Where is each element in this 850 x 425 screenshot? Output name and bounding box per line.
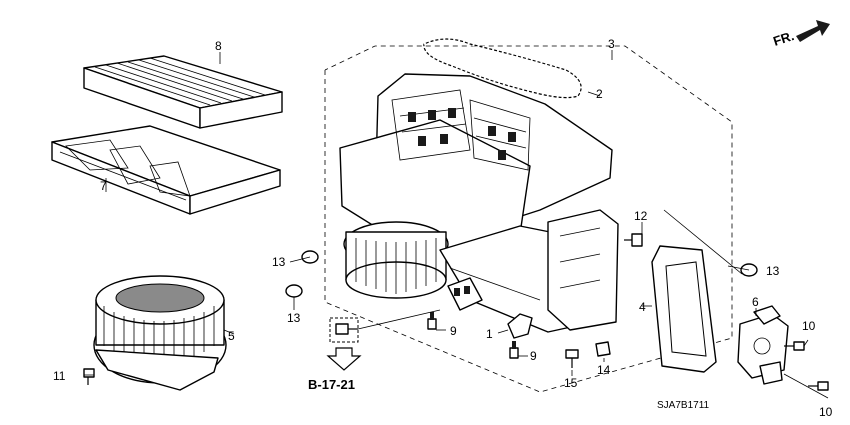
- callout-5: 5: [228, 329, 235, 343]
- front-arrow-icon: [796, 20, 830, 42]
- callout-14: 14: [597, 363, 611, 377]
- callout-9-upper: 9: [450, 324, 457, 338]
- fastener-12: [624, 233, 643, 247]
- page-reference-link[interactable]: B-17-21: [308, 317, 362, 392]
- direction-label: FR.: [771, 28, 796, 49]
- diagram-code: SJA7B1711: [657, 400, 710, 411]
- gasket-frame: [651, 245, 717, 373]
- callout-labels: 1 2 3 4 5 6 7 8 9 9 10 10 11 12 13 13 13…: [53, 37, 833, 419]
- cabin-filter-element: [83, 55, 283, 129]
- blower-motor: [93, 275, 227, 391]
- callout-13-lower: 13: [287, 311, 301, 325]
- fastener-15: [565, 349, 579, 368]
- callout-2: 2: [596, 87, 603, 101]
- fastener-14: [595, 341, 611, 357]
- fastener-1-bracket: [507, 313, 533, 339]
- callout-1: 1: [486, 327, 493, 341]
- callout-15: 15: [564, 376, 578, 390]
- callout-3: 3: [608, 37, 615, 51]
- front-direction-indicator: FR.: [771, 20, 830, 49]
- callout-10-lower: 10: [819, 405, 833, 419]
- fastener-13-b: [285, 284, 303, 298]
- callout-6: 6: [752, 295, 759, 309]
- fastener-9-lower: [509, 341, 519, 359]
- callout-11: 11: [53, 369, 66, 383]
- fastener-11: [83, 368, 95, 385]
- seal-ring: [422, 37, 583, 99]
- fastener-9-upper: [427, 312, 437, 330]
- callout-13-right: 13: [766, 264, 780, 278]
- callout-12: 12: [634, 209, 648, 223]
- actuator-motor: [737, 305, 789, 385]
- callout-10-upper: 10: [802, 319, 816, 333]
- filter-housing-frame: [51, 125, 281, 215]
- callout-9-lower: 9: [530, 349, 537, 363]
- fastener-ref-clip: [335, 323, 358, 335]
- leader-lines: [84, 50, 829, 399]
- callout-7: 7: [100, 179, 107, 193]
- assembly-boundary: [324, 45, 733, 393]
- callout-8: 8: [215, 39, 222, 53]
- callout-4: 4: [639, 300, 646, 314]
- page-reference-label: B-17-21: [308, 377, 355, 392]
- callout-13-left: 13: [272, 255, 286, 269]
- reference-arrow-icon: [326, 347, 362, 371]
- blower-housing: [339, 73, 619, 333]
- fastener-10-lower: [808, 381, 829, 391]
